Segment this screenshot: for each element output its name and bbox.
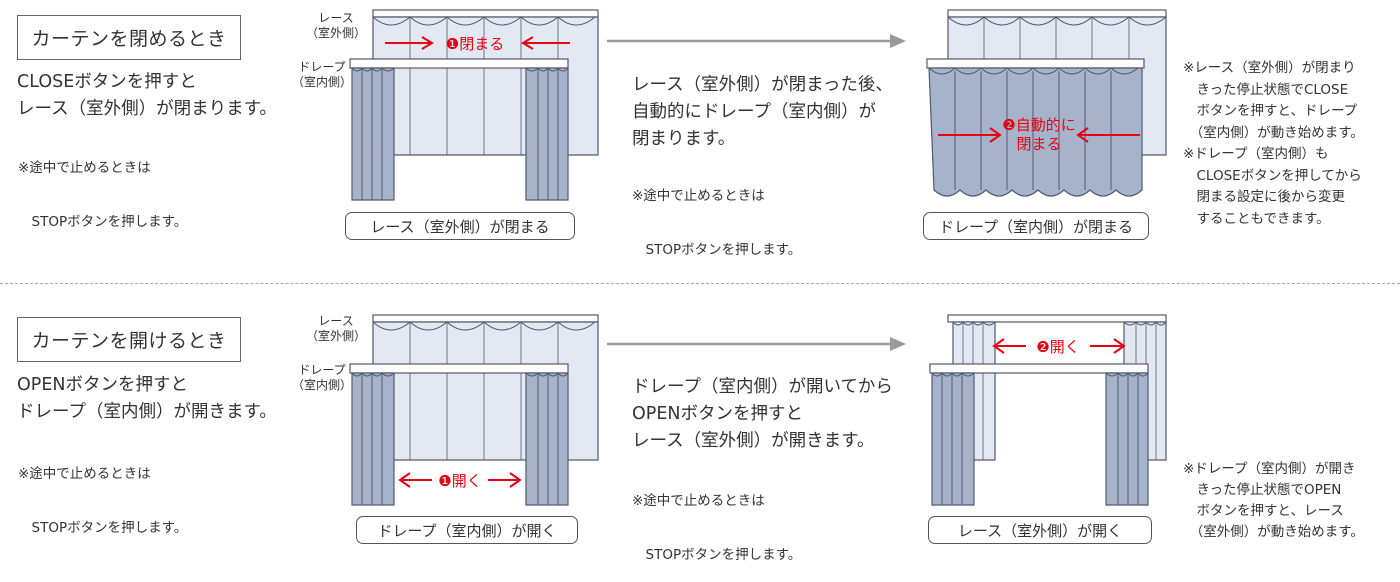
close-step1-label: ❶閉まる (446, 35, 504, 53)
flow-arrow-icon (607, 34, 906, 48)
close-label-lace: レース （室外側） (305, 11, 366, 40)
open-mid-note: ※途中で止めるときは STOPボタンを押します。 (632, 456, 801, 582)
open-main-line: OPENボタンを押すと (17, 375, 188, 395)
close-caption-2: ドレープ（室内側）が閉まる (923, 212, 1149, 240)
open-note-line: STOPボタンを押します。 (18, 520, 188, 536)
open-note: ※途中で止めるときは STOPボタンを押します。 (18, 429, 187, 555)
section-divider (0, 283, 1400, 284)
open-arrows-icon (992, 338, 1126, 354)
open-section-title: カーテンを開けるとき (17, 317, 241, 362)
open-mid-note-line: ※途中で止めるときは (632, 493, 765, 509)
drape-left (351, 372, 395, 506)
drape-left (931, 372, 975, 506)
drape-closed (928, 67, 1143, 197)
open-main-line: ドレープ（室内側）が開きます。 (17, 402, 277, 422)
close-note: ※途中で止めるときは STOPボタンを押します。 (18, 123, 187, 249)
close-main-line: レース（室外側）が閉まります。 (17, 99, 277, 119)
open-caption-1: ドレープ（室内側）が開く (356, 516, 578, 544)
drape-rail (349, 58, 569, 69)
close-step2-label: ❷自動的に (1002, 116, 1075, 134)
close-caption-1: レース（室外側）が閉まる (345, 212, 575, 240)
close-note-line: STOPボタンを押します。 (18, 214, 188, 230)
flow-arrow-icon (607, 337, 906, 351)
open-label-lace: レース （室外側） (305, 314, 366, 343)
open-mid-line: OPENボタンを押すと (632, 404, 803, 424)
close-mid-note-line: STOPボタンを押します。 (632, 242, 802, 258)
open-step2-label: ❷開く (1036, 338, 1079, 356)
close-mid-note-line: ※途中で止めるときは (632, 188, 765, 204)
open-caption-2: レース（室外側）が開く (928, 516, 1152, 544)
close-main-line: CLOSEボタンを押すと (17, 72, 197, 92)
drape-right (1105, 372, 1149, 506)
open-mid-line: レース（室外側）が開きます。 (632, 431, 875, 451)
close-mid-line: レース（室外側）が閉まった後、 (632, 75, 893, 95)
open-diagram-1: ❶開く (349, 314, 599, 506)
open-step1-label: ❶開く (438, 472, 481, 490)
open-arrows-icon (398, 472, 522, 488)
close-mid-note: ※途中で止めるときは STOPボタンを押します。 (632, 151, 801, 277)
drape-rail (929, 363, 1149, 374)
drape-right (525, 372, 569, 506)
open-note-line: ※途中で止めるときは (18, 466, 151, 482)
close-arrows-icon (385, 36, 570, 50)
drape-rail (349, 363, 569, 374)
open-mid-line: ドレープ（室内側）が開いてから (632, 377, 893, 397)
close-mid-text: レース（室外側）が閉まった後、 自動的にドレープ（室内側）が 閉まります。 (632, 72, 893, 153)
open-right-notes: ※ドレープ（室内側）が開き きった停止状態でOPEN ボタンを押すと、レース （… (1183, 461, 1364, 540)
close-section-title: カーテンを閉めるとき (17, 15, 241, 60)
close-arrows-icon (938, 127, 1140, 143)
close-step2-label-2: 閉まる (1016, 135, 1061, 153)
drape-rail (926, 58, 1145, 69)
drape-right (525, 67, 569, 201)
open-label-drape: ドレープ （室内側） (291, 363, 352, 392)
open-mid-note-line: STOPボタンを押します。 (632, 547, 802, 563)
open-main-text: OPENボタンを押すと ドレープ（室内側）が開きます。 (17, 372, 277, 426)
close-diagram-1: ❶閉まる (349, 9, 599, 201)
close-right-notes: ※レース（室外側）が閉まり きった停止状態でCLOSE ボタンを押すと、ドレープ… (1183, 60, 1364, 227)
open-mid-text: ドレープ（室内側）が開いてから OPENボタンを押すと レース（室外側）が開きま… (632, 374, 893, 455)
open-diagram-2: ❷開く (929, 314, 1167, 506)
close-note-line: ※途中で止めるときは (18, 160, 151, 176)
close-diagram-2: ❷自動的に 閉まる (926, 9, 1167, 197)
close-main-text: CLOSEボタンを押すと レース（室外側）が閉まります。 (17, 69, 277, 123)
lace-rail (947, 314, 1167, 323)
close-mid-line: 閉まります。 (632, 129, 736, 149)
close-label-drape: ドレープ （室内側） (291, 60, 352, 89)
drape-left (351, 67, 395, 201)
close-mid-line: 自動的にドレープ（室内側）が (632, 102, 876, 122)
